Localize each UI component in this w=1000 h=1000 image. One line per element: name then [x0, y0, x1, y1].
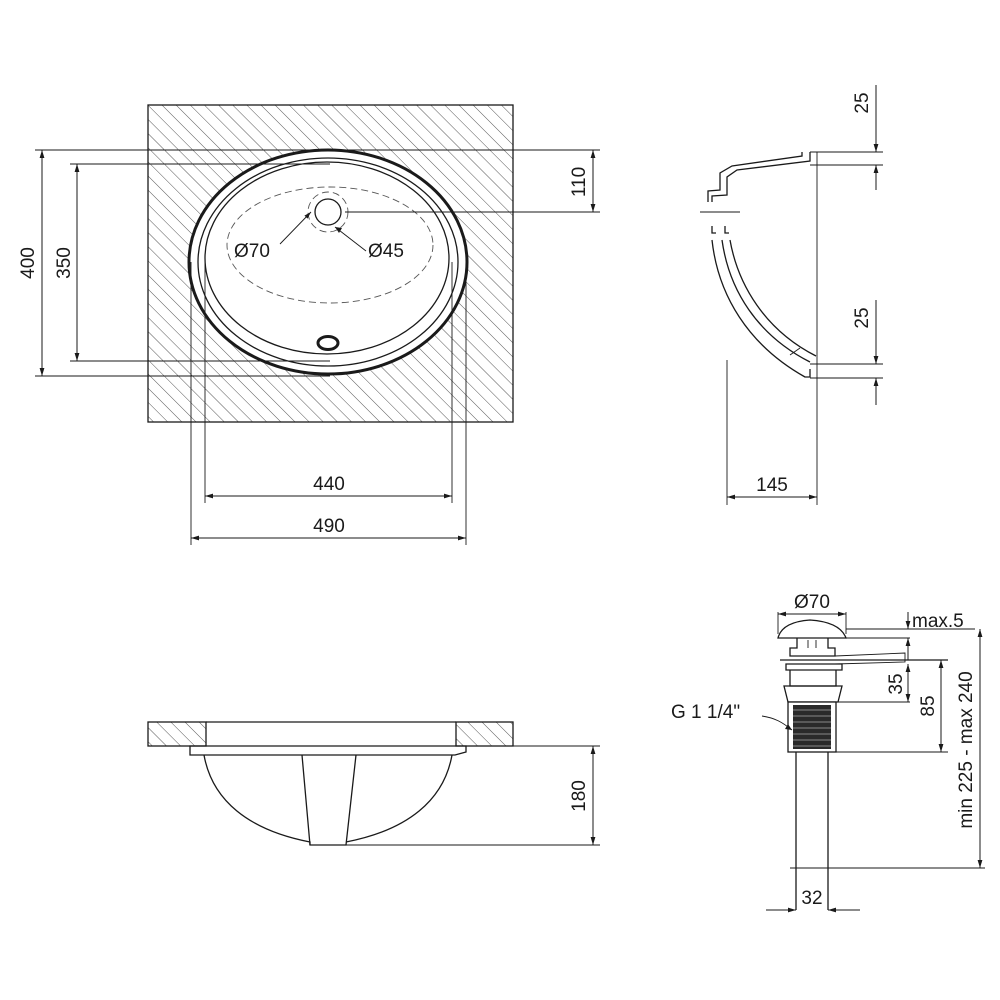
dim-rim-top: 25 [852, 92, 873, 113]
basin-front [189, 745, 467, 846]
thread-section [787, 701, 837, 753]
dim-rim-bottom: 25 [852, 307, 873, 328]
dim-cap-dia: Ø70 [794, 592, 830, 613]
countertop-front [147, 721, 514, 747]
dim-depth: 145 [756, 475, 788, 496]
dim-height-outer: 400 [18, 247, 39, 279]
dim-height-bowl: 350 [54, 247, 75, 279]
basin-section [700, 152, 817, 378]
label-dia-tap: Ø45 [368, 241, 404, 262]
label-dia-overflow: Ø70 [234, 241, 270, 262]
drain-cap [777, 619, 847, 639]
overflow-hole [316, 335, 340, 351]
dim-width-bowl: 440 [313, 474, 345, 495]
side-view: 25 25 145 [700, 85, 883, 505]
dim-total-height: min 225 - max 240 [956, 671, 977, 828]
dim-tap-offset: 110 [569, 167, 590, 197]
drain-view: Ø70 max.5 35 85 min 225 - max 240 32 G 1… [671, 592, 985, 913]
label-thread: G 1 1/4" [671, 702, 740, 723]
dim-35: 35 [886, 673, 907, 694]
dim-85: 85 [918, 695, 939, 716]
dim-height: 180 [569, 780, 590, 812]
front-view: 180 [147, 721, 600, 846]
dim-cap-gap: max.5 [912, 611, 964, 632]
dim-pipe-dia: 32 [801, 888, 822, 909]
dim-width-outer: 490 [313, 516, 345, 537]
top-view: 400 350 110 440 490 Ø70 Ø45 [18, 104, 600, 545]
